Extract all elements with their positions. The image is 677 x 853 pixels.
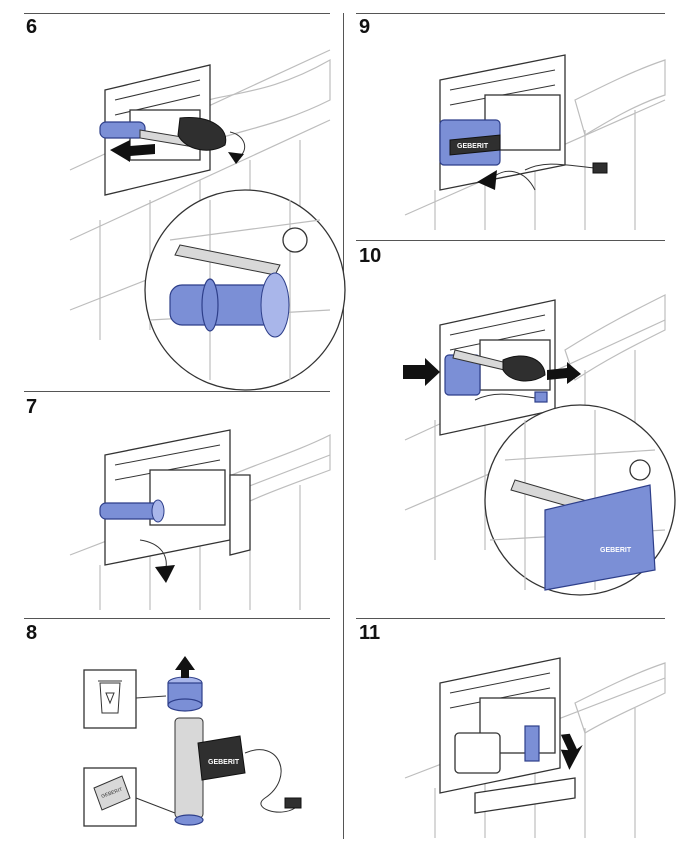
- valve-logo: GEBERIT: [208, 759, 240, 766]
- step-number-10: 10: [359, 245, 382, 267]
- solenoid-valve: GEBERIT: [174, 717, 302, 826]
- valve-logo: GEBERIT: [457, 143, 489, 150]
- step-number-8: 8: [26, 622, 38, 644]
- rotate-arrow-icon: [139, 539, 175, 583]
- screwdriver-icon: [139, 117, 227, 151]
- separator-left-2: [24, 391, 330, 392]
- solenoid-valve: [454, 725, 540, 774]
- detail-magnifier: [144, 189, 346, 391]
- step-7-illustration: [69, 429, 331, 610]
- separator-top-left: [24, 13, 330, 14]
- valve-logo-detail: GEBERIT: [600, 547, 632, 554]
- step-9-illustration: GEBERIT: [404, 54, 666, 230]
- separator-left-3: [24, 618, 330, 619]
- separator-right-3: [356, 618, 665, 619]
- step-11-illustration: [404, 657, 666, 838]
- solenoid-valve: [444, 354, 548, 403]
- rotate-arrow-icon: [228, 131, 246, 164]
- detail-magnifier: GEBERIT: [484, 404, 676, 596]
- step-8-illustration: GEBERIT GEBERIT: [83, 656, 302, 827]
- solenoid-valve: GEBERIT: [439, 119, 608, 174]
- blue-hose: [99, 499, 165, 523]
- screwdriver-icon: [452, 349, 546, 382]
- separator-top-right: [356, 13, 665, 14]
- step-number-7: 7: [26, 396, 38, 418]
- flush-valve-housing: [104, 429, 251, 566]
- step-10-illustration: GEBERIT: [403, 294, 676, 596]
- step-number-9: 9: [359, 16, 371, 38]
- separator-right-2: [356, 240, 665, 241]
- filter-cap: [135, 656, 203, 712]
- arrow-icon-right: [403, 358, 440, 386]
- step-6-illustration: [69, 49, 346, 391]
- step-number-11: 11: [359, 622, 381, 644]
- arrow-icon: [560, 733, 583, 770]
- blue-hose: [99, 121, 146, 139]
- step-number-6: 6: [26, 16, 38, 38]
- recycle-bin-icon: [83, 669, 137, 729]
- curved-arrow-icon: [477, 170, 536, 191]
- column-divider: [343, 13, 344, 839]
- arrow-icon-out: [547, 362, 581, 384]
- instruction-card-icon: GEBERIT: [83, 767, 176, 827]
- arrow-icon: [110, 140, 155, 162]
